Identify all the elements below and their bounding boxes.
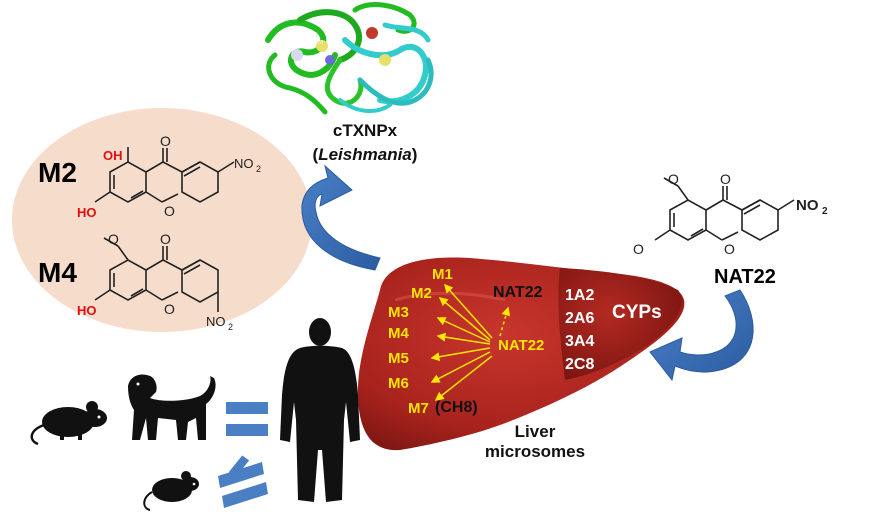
arrow-to-protein	[301, 164, 381, 271]
liver-parent-dark: NAT22	[493, 284, 543, 301]
svg-text:HO: HO	[77, 205, 97, 220]
metabolite-m4: M4	[388, 325, 409, 342]
residue-label: C52	[279, 52, 288, 58]
mouse-icon	[30, 401, 107, 446]
svg-text:NO: NO	[796, 197, 819, 214]
svg-text:O: O	[720, 171, 731, 187]
metabolite-m7: M7	[408, 400, 429, 417]
svg-text:2: 2	[228, 322, 233, 332]
liver-label-line1: Liver	[514, 422, 556, 441]
residue-label: C52	[378, 48, 387, 54]
m4-structure	[94, 237, 219, 312]
equals-icon	[226, 402, 268, 436]
protein-structure-icon	[265, 2, 434, 115]
svg-text:O: O	[668, 171, 679, 187]
svg-text:2: 2	[822, 206, 828, 217]
compound-circle	[12, 108, 312, 332]
cyp-1a2: 1A2	[565, 287, 595, 304]
metabolite-m2: M2	[411, 285, 432, 302]
svg-text:O: O	[633, 241, 644, 257]
svg-text:NO: NO	[206, 314, 226, 329]
svg-text:O: O	[160, 231, 171, 247]
protein-organism: Leishmania	[318, 145, 412, 164]
cyps-title: CYPs	[612, 302, 662, 323]
cyp-2c8: 2C8	[565, 356, 595, 373]
residue-label: C173	[361, 17, 373, 23]
rat-icon	[143, 471, 199, 511]
residue-label: C173	[311, 40, 323, 46]
dog-icon	[128, 374, 216, 440]
svg-text:O: O	[108, 231, 119, 247]
svg-text:NO: NO	[234, 156, 254, 171]
cyp-2a6: 2A6	[565, 310, 595, 327]
human-silhouette-icon	[280, 318, 360, 502]
arrow-to-cyps	[649, 289, 754, 382]
svg-text:HO: HO	[77, 303, 97, 318]
protein-organism-line: (Leishmania)	[312, 145, 418, 164]
metabolite-m6: M6	[388, 375, 409, 392]
nat22-structure	[654, 177, 795, 241]
ch8-label: (CH8)	[435, 399, 478, 416]
m2-structure	[94, 147, 235, 203]
approx-equal-icon	[218, 455, 268, 508]
metabolite-m5: M5	[388, 350, 409, 367]
metabolite-arrows	[430, 283, 511, 401]
liver-label-line2: microsomes	[484, 442, 586, 461]
svg-text:2: 2	[256, 164, 261, 174]
liver-parent: NAT22	[498, 337, 545, 354]
svg-text:O: O	[164, 301, 175, 317]
svg-text:O: O	[160, 133, 171, 149]
metabolite-m1: M1	[432, 266, 453, 283]
liver-right-lobe	[558, 268, 682, 380]
compound-m2-label: M2	[38, 157, 77, 188]
compound-m4-label: M4	[38, 257, 77, 288]
svg-text:OH: OH	[103, 148, 123, 163]
protein-name: cTXNPx	[332, 121, 398, 140]
compound-nat22-label: NAT22	[714, 266, 776, 288]
metabolite-m3: M3	[388, 304, 409, 321]
svg-text:O: O	[724, 241, 735, 257]
svg-text:O: O	[164, 203, 175, 219]
cyp-3a4: 3A4	[565, 333, 595, 350]
